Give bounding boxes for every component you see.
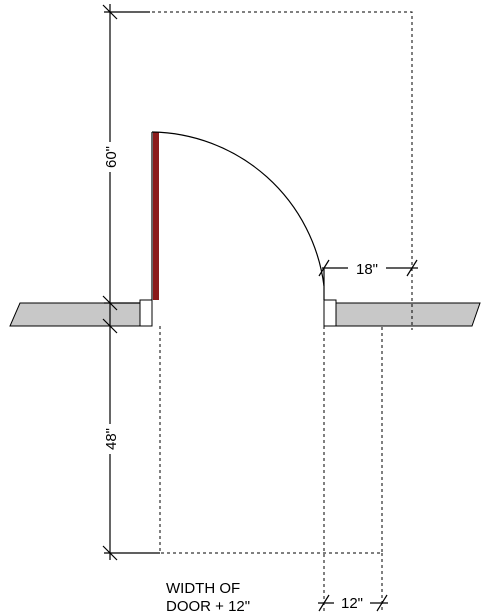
dimension-label-12: 12" <box>341 595 363 612</box>
door-leaf <box>153 132 159 300</box>
caption-line-1: WIDTH OF <box>166 580 240 597</box>
tick-12-right <box>376 594 388 612</box>
tick-wall-top <box>102 295 118 311</box>
wall-left <box>9 302 141 327</box>
label-bg-12 <box>334 593 370 611</box>
push-side-clearance-outline <box>159 326 383 554</box>
tick-18-left <box>318 259 330 277</box>
tick-wall-bottom <box>102 318 118 334</box>
door-swing-arc <box>151 131 325 287</box>
dimension-label-18: 18" <box>356 261 378 278</box>
wall-right <box>335 302 481 327</box>
jamb-left <box>139 299 153 327</box>
jamb-right <box>323 299 337 327</box>
tick-18-right <box>406 259 418 277</box>
pull-side-clearance-outline <box>152 11 413 330</box>
label-bg-48 <box>102 424 118 454</box>
tick-top <box>102 4 118 20</box>
caption-line-2: DOOR + 12" <box>166 598 250 615</box>
dimension-label-60: 60" <box>103 146 120 168</box>
tick-bottom <box>102 545 118 561</box>
tick-12-left <box>318 594 330 612</box>
label-bg-18 <box>348 258 386 276</box>
dimension-label-48: 48" <box>103 428 120 450</box>
label-bg-60 <box>102 142 118 172</box>
